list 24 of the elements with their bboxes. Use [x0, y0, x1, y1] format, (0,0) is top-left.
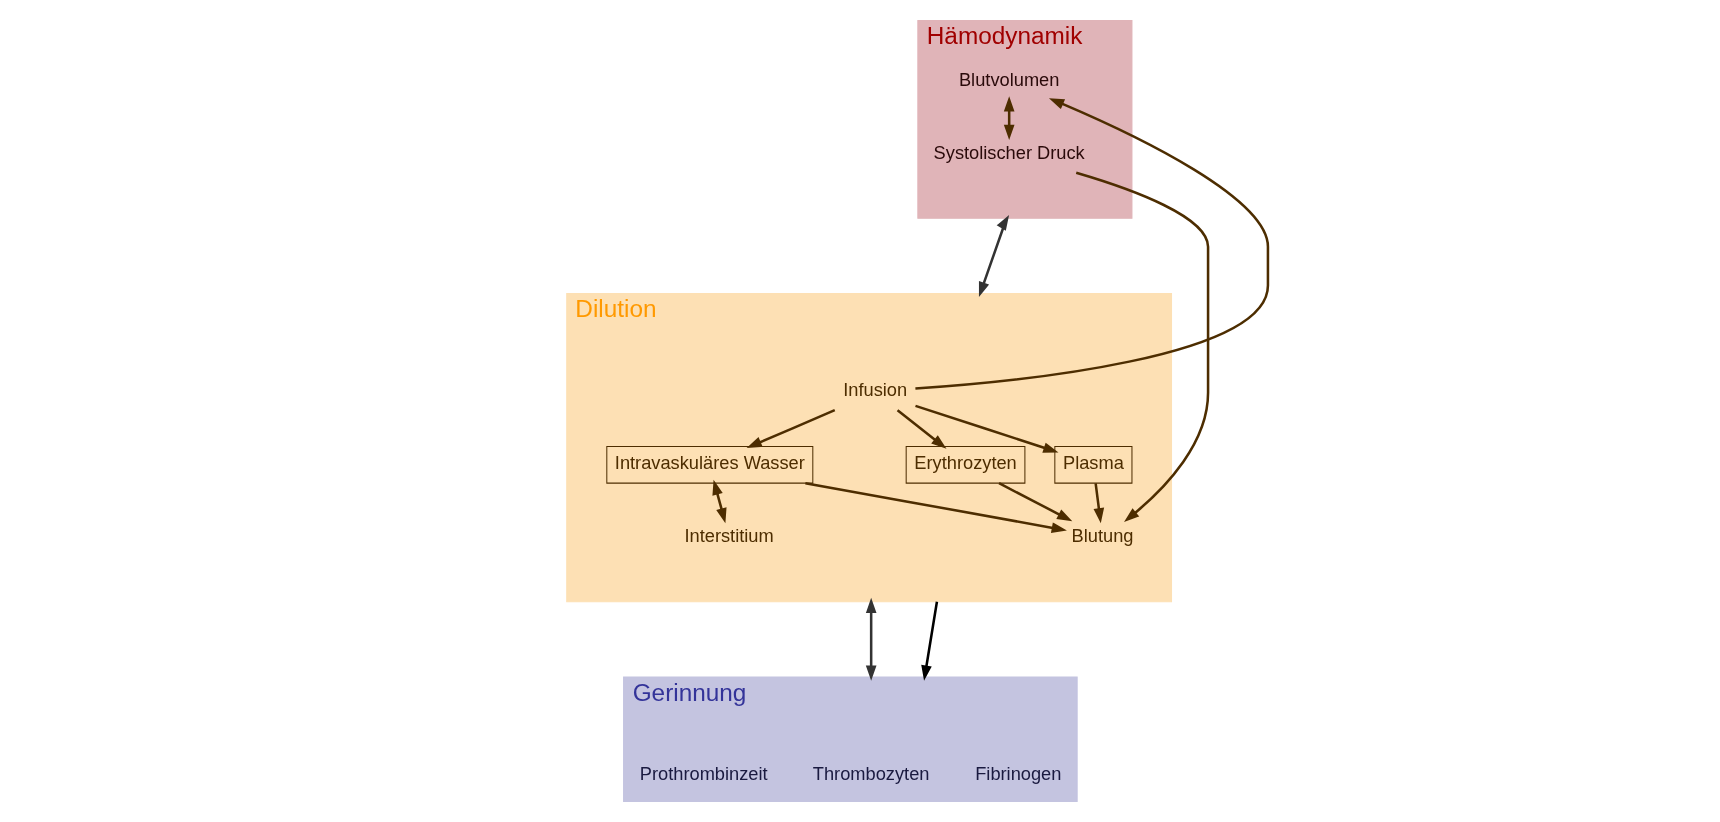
node-box: Erythrozyten	[905, 446, 1026, 484]
arrow	[998, 482, 1073, 522]
arrow	[1093, 483, 1105, 524]
node-text: Infusion	[843, 379, 908, 401]
node-text: Blutvolumen	[958, 68, 1060, 90]
arrow	[978, 214, 1010, 298]
arrow	[1075, 171, 1210, 522]
arrow	[915, 404, 1059, 453]
node-text: Systolischer Druck	[933, 141, 1085, 163]
arrow	[746, 409, 836, 449]
arrow	[915, 98, 1270, 390]
node-box: Intravaskuläres Wasser	[606, 446, 814, 484]
arrow	[805, 481, 1067, 533]
arrow	[865, 597, 877, 681]
arrow	[896, 409, 947, 449]
arrow	[1003, 96, 1015, 140]
node-box: Plasma	[1054, 446, 1133, 484]
node-text: Fibrinogen	[975, 762, 1062, 784]
arrow	[921, 601, 939, 681]
arrow	[712, 479, 727, 524]
node-text: Thrombozyten	[812, 762, 930, 784]
node-text: Prothrombinzeit	[639, 762, 768, 784]
node-text: Blutung	[1071, 525, 1134, 547]
node-text: Interstitium	[684, 525, 774, 547]
